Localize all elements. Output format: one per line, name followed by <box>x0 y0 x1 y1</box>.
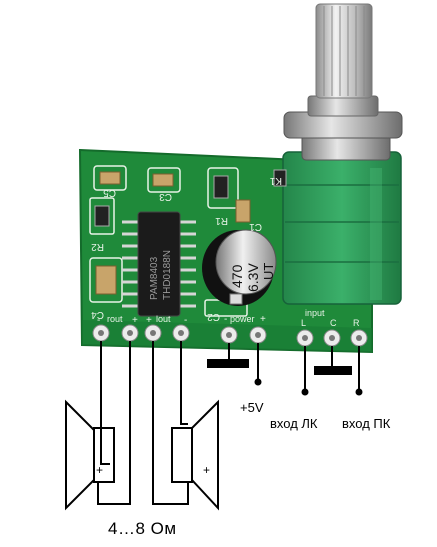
label-plus-5v: +5V <box>240 400 264 415</box>
silk-plus-1: + <box>132 315 138 326</box>
amplifier-chip: PAM8403 THD0188N <box>122 211 196 317</box>
silk-k1: K1 <box>269 175 282 186</box>
solder-pads <box>92 324 368 347</box>
silk-r1: R1 <box>215 215 228 226</box>
pad-lout-minus <box>172 324 190 342</box>
electrolytic-capacitor: 470 6.3V UT <box>202 229 277 306</box>
potentiometer <box>282 3 403 305</box>
speaker-left-plus: + <box>203 463 210 477</box>
pad-input-c <box>323 329 341 347</box>
speaker-right <box>65 399 115 511</box>
capacitor-label-1: 470 <box>229 264 245 288</box>
silk-r: R <box>353 318 360 328</box>
wires <box>97 341 360 505</box>
silk-minus-2: - <box>184 315 187 326</box>
pad-lout-plus <box>144 324 162 342</box>
silk-rout: rout <box>107 314 123 324</box>
silk-c1: C1 <box>249 221 262 232</box>
silk-c: C <box>330 318 337 328</box>
silkscreen-labels: C5 C3 R1 R2 C1 C4 C2 K1 - rout + + lout … <box>91 175 360 328</box>
silk-r2: R2 <box>91 241 104 252</box>
silk-lout: lout <box>156 314 171 324</box>
silk-plus-3: + <box>260 314 266 325</box>
silk-minus-1: - <box>97 315 100 326</box>
pad-input-l <box>296 329 314 347</box>
power-ground-bar <box>207 359 249 368</box>
speaker-left <box>171 399 219 511</box>
chip-label-line1: PAM8403 <box>149 256 160 300</box>
pad-power-plus <box>249 326 267 344</box>
speaker-right-plus: + <box>96 463 103 477</box>
pad-input-r <box>350 329 368 347</box>
wire-nodes <box>254 378 363 396</box>
silkscreen-outlines <box>89 165 248 317</box>
silk-c2: C2 <box>207 311 220 322</box>
silk-l: L <box>301 318 306 328</box>
silk-c3: C3 <box>159 191 172 202</box>
label-input-right: вход ПК <box>342 416 391 431</box>
silk-input: input <box>305 308 325 318</box>
pad-rout-minus <box>92 324 110 342</box>
capacitor-label-3: UT <box>261 263 276 280</box>
capacitor-label-2: 6.3V <box>245 263 261 292</box>
input-ground-bar <box>314 366 352 375</box>
silk-plus-2: + <box>146 315 152 326</box>
silk-power: power <box>230 314 255 324</box>
silk-c5: C5 <box>103 187 116 198</box>
pad-rout-plus <box>121 324 139 342</box>
smd-parts <box>94 169 287 295</box>
pad-power-minus <box>220 326 238 344</box>
silk-minus-3: - <box>224 314 227 325</box>
silk-c4: C4 <box>91 309 104 320</box>
label-impedance: 4…8 Ом <box>108 519 177 538</box>
label-input-left: вход ЛК <box>270 416 318 431</box>
chip-label-line2: THD0188N <box>162 250 173 300</box>
